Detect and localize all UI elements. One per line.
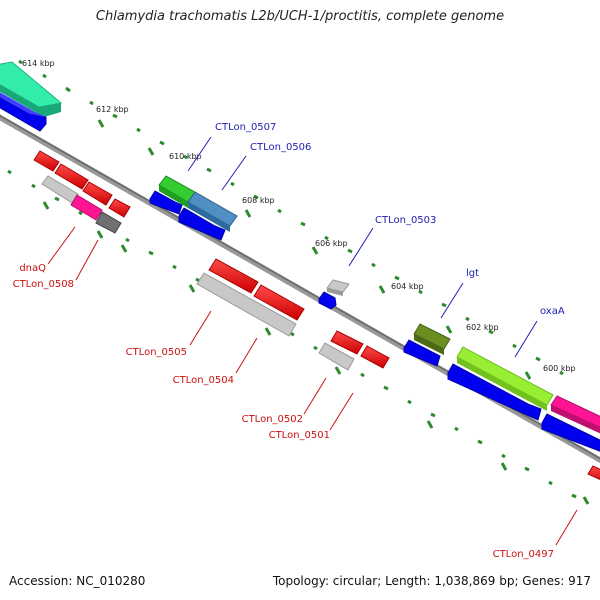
gene-red-left-4[interactable]	[108, 198, 131, 218]
gene-blue-lgt[interactable]	[403, 339, 441, 367]
gene-ctlon-0497[interactable]	[587, 465, 600, 484]
gene-blue-oxaa[interactable]	[447, 363, 542, 421]
forward-tick-row	[18, 59, 564, 376]
gene-ctlon-0505[interactable]	[196, 272, 297, 337]
gene-ctlon-0508[interactable]	[95, 211, 122, 234]
reverse-leader-lines	[47, 226, 578, 546]
reverse-features	[33, 150, 600, 484]
gene-ctlon-0507-shade	[159, 185, 188, 208]
label-ctlon-0503[interactable]: CTLon_0503	[375, 215, 436, 226]
scale-label-614: 614 kbp	[22, 59, 55, 68]
gene-pink-right-shade	[551, 405, 600, 434]
gene-red-left-1[interactable]	[33, 150, 60, 172]
scale-label-612: 612 kbp	[96, 105, 129, 114]
page-title: Chlamydia trachomatis L2b/UCH-1/proctiti…	[95, 9, 505, 24]
gene-oxaa-shade	[457, 357, 547, 411]
scale-label-610: 610 kbp	[169, 152, 202, 161]
label-oxaa[interactable]: oxaA	[540, 306, 565, 317]
gene-ctlon-0505-red-2[interactable]	[253, 284, 305, 321]
reverse-tick-row	[7, 169, 577, 499]
accession-text: Accession: NC_010280	[9, 574, 146, 588]
label-ctlon-0497[interactable]: CTLon_0497	[493, 549, 554, 560]
gene-ctlon-0501[interactable]	[360, 345, 390, 369]
gene-lgt-shade	[414, 334, 444, 355]
scale-label-602: 602 kbp	[466, 323, 499, 332]
label-ctlon-0501[interactable]: CTLon_0501	[269, 430, 330, 441]
label-ctlon-0502[interactable]: CTLon_0502	[242, 414, 303, 425]
gene-red-left-3[interactable]	[82, 181, 113, 206]
scale-label-608: 608 kbp	[242, 196, 275, 205]
gene-ctlon-0506-shade	[188, 202, 230, 232]
gene-gray-left[interactable]	[41, 175, 79, 204]
genome-backbone	[0, 114, 600, 464]
forward-major-ticks	[0, 64, 532, 380]
forward-features	[0, 61, 600, 455]
gene-ctlon-0505-red[interactable]	[208, 258, 259, 294]
label-lgt[interactable]: lgt	[466, 268, 479, 279]
forward-leader-lines	[187, 136, 538, 358]
scale-label-600: 600 kbp	[543, 364, 576, 373]
gene-ctlon-0503-shade	[327, 288, 343, 296]
scale-label-604: 604 kbp	[391, 282, 424, 291]
gene-dnaq[interactable]	[70, 194, 103, 221]
label-ctlon-0505[interactable]: CTLon_0505	[126, 347, 187, 358]
gene-blue-0503[interactable]	[318, 291, 337, 310]
label-ctlon-0507[interactable]: CTLon_0507	[215, 122, 276, 133]
gene-red-left-2[interactable]	[54, 163, 89, 190]
gene-ctlon-0502[interactable]	[318, 342, 355, 371]
gene-blue-0507[interactable]	[149, 190, 183, 215]
gene-ctlon-0502-red[interactable]	[330, 330, 364, 355]
gene-ctlon-0503[interactable]	[326, 279, 350, 293]
label-ctlon-0504[interactable]: CTLon_0504	[173, 375, 234, 386]
label-dnaq[interactable]: dnaQ	[19, 263, 46, 274]
gene-blue-0506[interactable]	[178, 207, 226, 241]
label-ctlon-0508[interactable]: CTLon_0508	[13, 279, 74, 290]
topology-text: Topology: circular; Length: 1,038,869 bp…	[272, 574, 591, 588]
gene-teal-shade	[0, 84, 61, 117]
gene-blue-right[interactable]	[541, 413, 600, 455]
label-ctlon-0506[interactable]: CTLon_0506	[250, 142, 311, 153]
reverse-major-ticks	[42, 201, 590, 505]
scale-label-606: 606 kbp	[315, 239, 348, 248]
